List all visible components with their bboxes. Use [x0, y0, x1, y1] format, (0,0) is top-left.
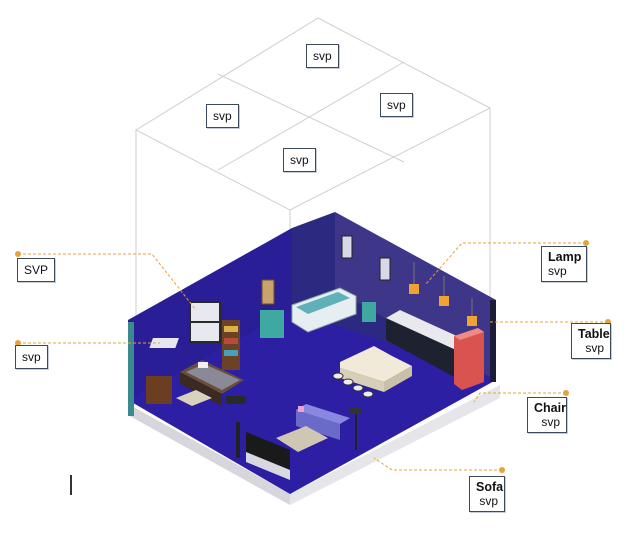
left-label-upper-text: SVP [24, 263, 49, 277]
floor [128, 310, 496, 494]
chair-label-sub: svp [541, 415, 560, 429]
lamp-icon [409, 262, 477, 326]
bed-bench [226, 396, 246, 404]
window-back-1 [341, 235, 353, 259]
window-back-2 [379, 257, 391, 281]
ceiling-label-right: svp [380, 93, 413, 117]
mirror [261, 279, 275, 305]
toilet [362, 302, 376, 322]
chair-icon [332, 372, 374, 398]
bedroom-rug [176, 390, 212, 406]
table-label-title: Table [578, 327, 610, 341]
ceiling-label-bottom: svp [283, 148, 316, 172]
ceiling-label-right-text: svp [387, 98, 406, 112]
floor-slab-side [128, 404, 290, 505]
bed-icon [180, 360, 244, 406]
dresser [146, 376, 172, 404]
sofa-label: Sofa svp [469, 476, 505, 512]
leader-lines [18, 242, 608, 471]
left-label-lower: svp [15, 345, 48, 369]
sofa-label-title: Sofa [476, 480, 504, 494]
bathroom-sink [260, 310, 284, 338]
left-label-lower-text: svp [22, 350, 41, 364]
fridge-icon [454, 328, 484, 390]
ceiling-label-top-text: svp [313, 49, 332, 63]
text-cursor [70, 475, 72, 495]
ceiling-label-left: svp [206, 104, 239, 128]
sofa-label-sub: svp [479, 494, 498, 508]
lamp-label-title: Lamp [548, 250, 582, 264]
chair-label-title: Chair [534, 401, 566, 415]
right-wall-edge [490, 300, 496, 382]
leader-dots [15, 240, 611, 473]
chair-label: Chair svp [527, 397, 567, 433]
left-label-upper: SVP [17, 258, 56, 282]
ceiling-label-top: svp [306, 44, 339, 68]
lamp-label: Lamp svp [541, 246, 587, 282]
ceiling-label-bottom-text: svp [290, 153, 309, 167]
bath-mat [149, 338, 179, 348]
table-icon [340, 346, 412, 392]
left-wall-edge [128, 322, 134, 416]
ceiling-label-left-text: svp [213, 109, 232, 123]
table-label-sub: svp [585, 341, 604, 355]
tv-icon [236, 422, 290, 480]
lamp-label-sub: svp [548, 264, 567, 278]
bookshelf [222, 320, 240, 370]
window-left [189, 301, 221, 343]
sofa-icon [296, 404, 350, 440]
living-rug [276, 426, 328, 452]
table-label: Table svp [571, 323, 611, 359]
